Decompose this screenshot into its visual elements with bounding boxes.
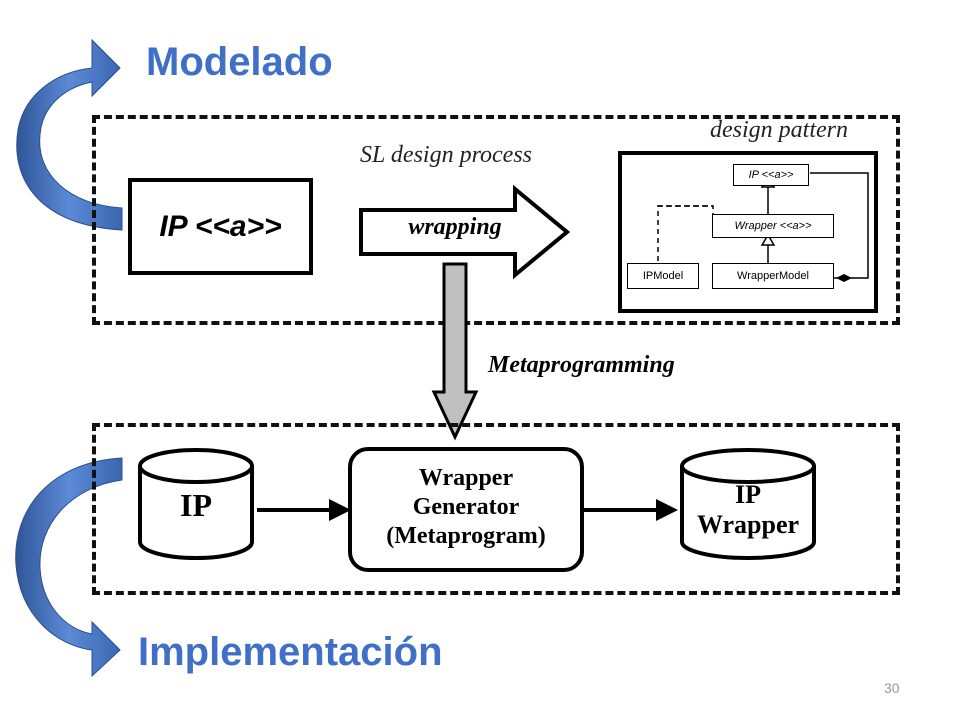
wrapper-generator-box: Wrapper Generator (Metaprogram): [348, 447, 584, 572]
wrapping-label: wrapping: [408, 214, 502, 240]
top-title: Modelado: [146, 40, 333, 84]
ip-wrapper-line-2: Wrapper: [696, 510, 800, 539]
implementation-region: [92, 423, 900, 595]
metaprogramming-arrow: [431, 262, 479, 441]
bottom-title: Implementación: [138, 630, 443, 674]
design-region: [92, 115, 900, 325]
curved-arrow-up-icon: [16, 38, 123, 231]
ip-wrapper-label: IP Wrapper: [678, 480, 818, 540]
uml-wrapper-class: Wrapper <<a>>: [712, 214, 834, 238]
page-number: 30: [884, 680, 900, 696]
ip-database-label: IP: [180, 486, 212, 523]
ip-wrapper-line-1: IP: [735, 480, 761, 509]
arrow-generator-to-wrapper: [584, 499, 678, 521]
uml-ip-class: IP <<a>>: [733, 164, 809, 186]
ip-wrapper-database-icon: [680, 448, 816, 560]
arrow-right-icon: [656, 499, 678, 521]
metaprogramming-label: Metaprogramming: [488, 352, 675, 378]
ip-database-icon: [138, 448, 254, 560]
generator-line-1: Wrapper: [418, 465, 514, 491]
generator-line-2: Generator: [412, 494, 520, 520]
uml-wrappermodel-class: WrapperModel: [712, 263, 834, 289]
wrapping-arrow-icon: [359, 185, 571, 280]
design-pattern-label: design pattern: [710, 117, 848, 143]
down-arrow-icon: [431, 262, 479, 441]
sl-design-process-label: SL design process: [360, 142, 533, 168]
uml-ipmodel-class: IPModel: [627, 263, 699, 289]
arrow-ip-to-generator: [257, 499, 351, 521]
wrapping-arrow: [359, 185, 571, 280]
arrow-right-icon: [329, 499, 351, 521]
generator-line-3: (Metaprogram): [386, 523, 546, 549]
curved-arrow-down-icon: [15, 457, 123, 678]
ip-box: IP <<a>>: [128, 178, 313, 275]
